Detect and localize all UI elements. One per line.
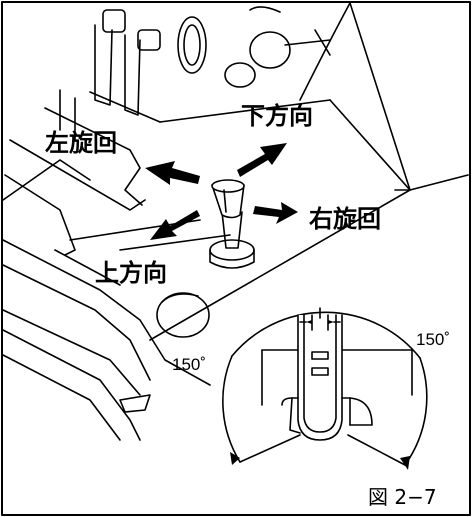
arrow-up-right: [237, 143, 287, 177]
arrow-right: [253, 202, 298, 224]
angle-label-right: 150˚: [416, 330, 451, 349]
label-down-direction: 下方向: [241, 102, 313, 130]
gauge-icon: [177, 16, 207, 74]
figure-caption: 図 2−7: [368, 485, 437, 509]
label-right-turn: 右旋回: [309, 205, 381, 233]
arrow-left: [145, 161, 200, 185]
key-switch-icon: [249, 31, 291, 69]
angle-label-left: 150˚: [172, 355, 207, 374]
joystick-lever: [209, 179, 255, 269]
label-up-direction: 上方向: [95, 259, 167, 287]
operator-console-sketch: [2, 2, 469, 441]
arrow-down-left: [150, 210, 200, 240]
arc-arrow-left: [230, 452, 240, 465]
round-knob: [156, 292, 210, 338]
arc-arrow-right: [400, 456, 410, 470]
lever-travel-inset: [222, 307, 428, 470]
direction-arrows: [145, 143, 298, 240]
right-lever-knob: [137, 29, 161, 51]
left-lever-knob: [102, 9, 126, 33]
label-left-turn: 左旋回: [45, 129, 117, 157]
